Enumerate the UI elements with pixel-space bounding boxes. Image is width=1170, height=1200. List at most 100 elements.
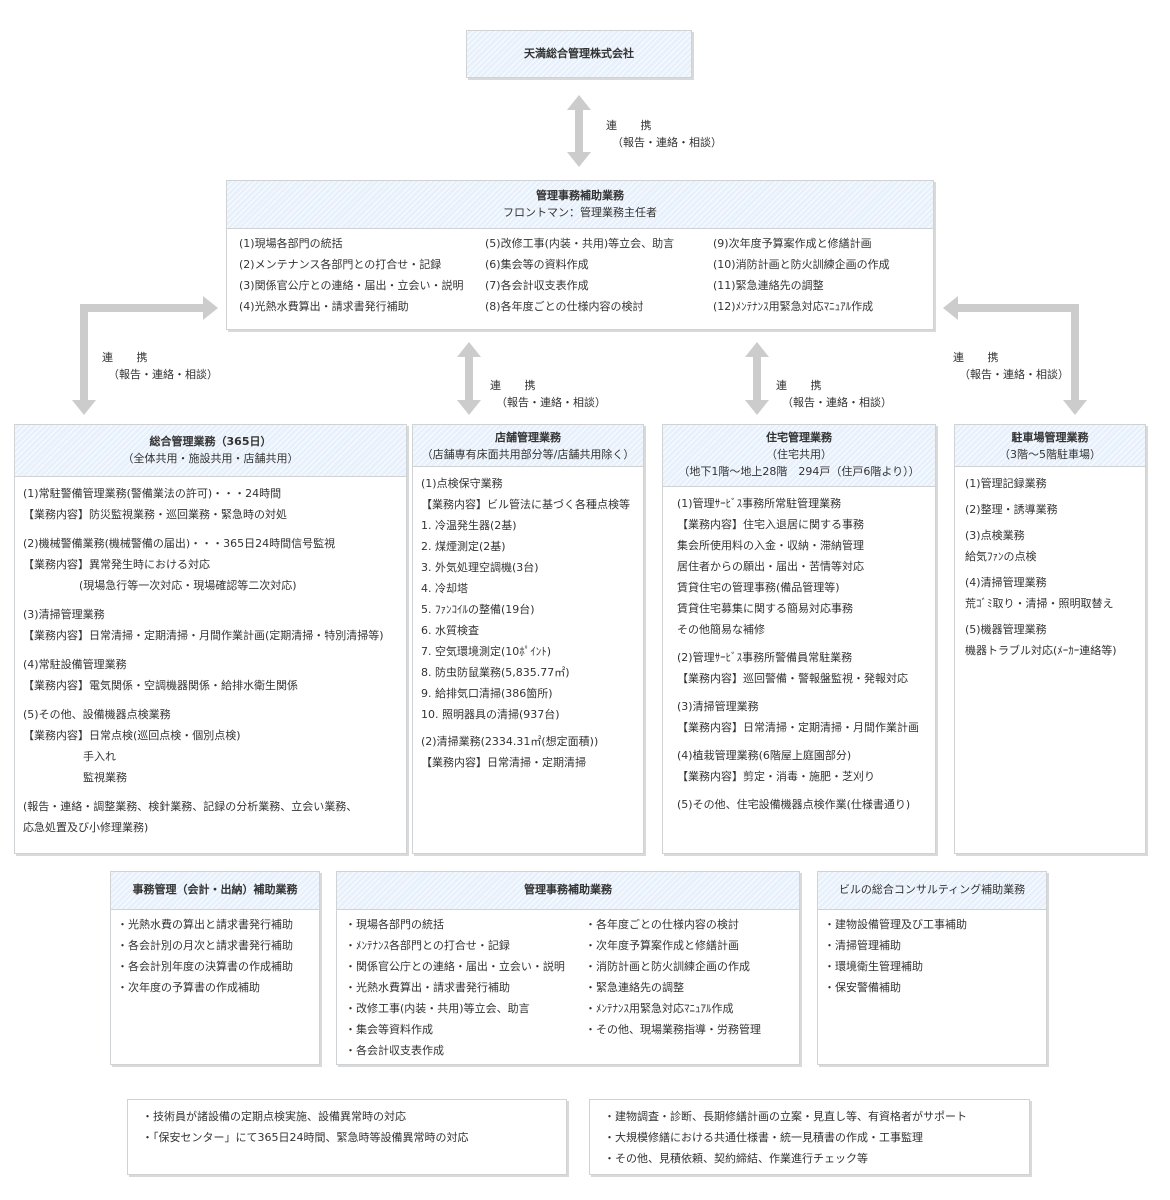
double-arrow-icon xyxy=(457,342,481,415)
store-subtitle: （店舗専有床面共用部分等/店舗共用除く） xyxy=(421,448,635,461)
list-item: (2)整理・誘導業務 xyxy=(965,503,1058,516)
list-item: 機器トラブル対応(ﾒｰｶｰ連絡等) xyxy=(965,644,1117,657)
double-arrow-icon xyxy=(745,342,769,415)
list-item: (報告・連絡・調整業務、検針業務、記録の分析業務、立会い業務、 xyxy=(23,800,358,813)
link-label-mid-left: 連 携 （報告・連絡・相談） xyxy=(490,379,606,409)
accounting-header: 事務管理（会計・出納）補助業務 xyxy=(111,872,319,910)
list-item: (4)光熱水費算出・請求書発行補助 xyxy=(239,300,409,313)
list-item: ・その他、現場業務指導・労務管理 xyxy=(585,1023,761,1036)
list-item: その他簡易な補修 xyxy=(677,623,765,636)
elbow-arrow-icon xyxy=(72,296,218,415)
list-item: 監視業務 xyxy=(83,771,127,784)
list-item: ・集会等資料作成 xyxy=(345,1023,433,1036)
list-item: (10)消防計画と防火訓練企画の作成 xyxy=(713,258,890,271)
admin-header: 管理事務補助業務 xyxy=(337,872,799,910)
list-item: ・ﾒﾝﾃﾅﾝｽ各部門との打合せ・記録 xyxy=(345,939,510,952)
list-item: (2)清掃業務(2334.31㎡(想定面積)) xyxy=(421,735,599,748)
list-item: 【業務内容】日常点検(巡回点検・個別点検) xyxy=(23,729,241,742)
list-item: (現場急行等一次対応・現場確認等二次対応) xyxy=(79,579,297,592)
list-item: (3)点検業務 xyxy=(965,529,1025,542)
list-item: ・各年度ごとの仕様内容の検討 xyxy=(585,918,739,931)
residential-subtitle-2: （地下1階～地上28階 294戸（住戸6階より）） xyxy=(678,465,920,478)
list-item: ・現場各部門の統括 xyxy=(345,918,444,931)
accounting-items: ・光熱水費の算出と請求書発行補助 ・各会計別の月次と請求書発行補助 ・各会計別年… xyxy=(111,910,319,1002)
note-right-box: ・建物調査・診断、長期修繕計画の立案・見直し等、有資格者がサポート ・大規模修繕… xyxy=(589,1099,1030,1175)
link-label-mid-right: 連 携 （報告・連絡・相談） xyxy=(776,379,892,409)
list-item: (2)メンテナンス各部門との打合せ・記録 xyxy=(239,258,442,271)
list-item: 【業務内容】電気関係・空調機器関係・給排水衛生関係 xyxy=(23,679,298,692)
list-item: ・「保安センター」にて365日24時間、緊急時等設備異常時の対応 xyxy=(142,1131,469,1144)
list-item: (8)各年度ごとの仕様内容の検討 xyxy=(485,300,644,313)
list-item: ・緊急連絡先の調整 xyxy=(585,981,684,994)
list-item: 5. ﾌｧﾝｺｲﾙの整備(19台) xyxy=(421,603,535,616)
general-management-box: 総合管理業務（365日） （全体共用・施設共用・店舗共用） (1)常駐警備管理業… xyxy=(14,424,407,854)
list-item: (9)次年度予算案作成と修繕計画 xyxy=(713,237,872,250)
list-item: (12)ﾒﾝﾃﾅﾝｽ用緊急対応ﾏﾆｭｱﾙ作成 xyxy=(713,300,874,313)
list-item: (5)改修工事(内装・共用)等立会、助言 xyxy=(485,237,675,250)
list-item: ・各会計別の月次と請求書発行補助 xyxy=(117,939,293,952)
front-col-3: (9)次年度予算案作成と修繕計画 (10)消防計画と防火訓練企画の作成 (11)… xyxy=(713,233,890,317)
list-item: (5)機器管理業務 xyxy=(965,623,1047,636)
link-label-top: 連 携 （報告・連絡・相談） xyxy=(606,119,722,149)
list-item: ・光熱水費算出・請求書発行補助 xyxy=(345,981,510,994)
store-management-box: 店舗管理業務 （店舗専有床面共用部分等/店舗共用除く） (1)点検保守業務 【業… xyxy=(412,424,644,854)
front-col-2: (5)改修工事(内装・共用)等立会、助言 (6)集会等の資料作成 (7)各会計収… xyxy=(485,233,713,317)
list-item: ・建物調査・診断、長期修繕計画の立案・見直し等、有資格者がサポート xyxy=(604,1110,967,1123)
list-item: ・保安警備補助 xyxy=(824,981,901,994)
note-right-items: ・建物調査・診断、長期修繕計画の立案・見直し等、有資格者がサポート ・大規模修繕… xyxy=(590,1100,1029,1175)
admin-col-2: ・各年度ごとの仕様内容の検討 ・次年度予算案作成と修繕計画 ・消防計画と防火訓練… xyxy=(585,914,761,1061)
residential-subtitle: （住宅共用） xyxy=(766,448,832,461)
list-item: (4)清掃管理業務 xyxy=(965,576,1047,589)
front-items: (1)現場各部門の統括 (2)メンテナンス各部門との打合せ・記録 (3)関係官公… xyxy=(227,229,933,321)
list-item: ・光熱水費の算出と請求書発行補助 xyxy=(117,918,293,931)
company-name: 天満総合管理株式会社 xyxy=(524,47,634,60)
admin-col-1: ・現場各部門の統括 ・ﾒﾝﾃﾅﾝｽ各部門との打合せ・記録 ・関係官公庁との連絡・… xyxy=(345,914,585,1061)
residential-items: (1)管理ｻｰﾋﾞｽ事務所常駐管理業務 【業務内容】住宅入退居に関する事務 集会… xyxy=(663,487,935,821)
parking-management-box: 駐車場管理業務 （3階～5階駐車場） (1)管理記録業務 (2)整理・誘導業務 … xyxy=(954,424,1146,854)
link-label-left: 連 携 （報告・連絡・相談） xyxy=(102,351,218,381)
list-item: 2. 煤煙測定(2基) xyxy=(421,540,506,553)
list-item: 【業務内容】日常清掃・定期清掃・月間作業計画(定期清掃・特別清掃等) xyxy=(23,629,384,642)
list-item: 【業務内容】異常発生時における対応 xyxy=(23,558,210,571)
consulting-header: ビルの総合コンサルティング補助業務 xyxy=(818,872,1046,910)
list-item: (4)常駐設備管理業務 xyxy=(23,658,127,671)
list-item: ・消防計画と防火訓練企画の作成 xyxy=(585,960,750,973)
list-item: (1)管理記録業務 xyxy=(965,477,1047,490)
list-item: 1. 冷温発生器(2基) xyxy=(421,519,517,532)
list-item: 【業務内容】剪定・消毒・施肥・芝刈り xyxy=(677,770,875,783)
list-item: 【業務内容】ビル管法に基づく各種点検等 xyxy=(421,498,630,511)
list-item: 9. 給排気口清掃(386箇所) xyxy=(421,687,553,700)
list-item: (5)その他、設備機器点検業務 xyxy=(23,708,171,721)
list-item: (3)清掃管理業務 xyxy=(23,608,105,621)
general-subtitle: （全体共用・施設共用・店舗共用） xyxy=(122,452,299,465)
front-col-1: (1)現場各部門の統括 (2)メンテナンス各部門との打合せ・記録 (3)関係官公… xyxy=(239,233,485,317)
double-arrow-icon xyxy=(567,95,591,167)
list-item: 応急処置及び小修理業務) xyxy=(23,821,149,834)
residential-header: 住宅管理業務 （住宅共用） （地下1階～地上28階 294戸（住戸6階より）） xyxy=(663,425,935,487)
list-item: 賃貸住宅の管理事務(備品管理等) xyxy=(677,581,840,594)
list-item: 4. 冷却塔 xyxy=(421,582,468,595)
accounting-title: 事務管理（会計・出納）補助業務 xyxy=(132,883,298,896)
list-item: 居住者からの願出・届出・苦情等対応 xyxy=(677,560,864,573)
front-subtitle: フロントマン：管理業務主任者 xyxy=(503,206,657,219)
list-item: (6)集会等の資料作成 xyxy=(485,258,589,271)
list-item: 6. 水質検査 xyxy=(421,624,479,637)
list-item: 【業務内容】巡回警備・警報盤監視・発報対応 xyxy=(677,672,908,685)
consulting-items: ・建物設備管理及び工事補助 ・清掃管理補助 ・環境衛生管理補助 ・保安警備補助 xyxy=(818,910,1046,1002)
list-item: 【業務内容】日常清掃・定期清掃・月間作業計画 xyxy=(677,721,919,734)
list-item: ・改修工事(内装・共用)等立会、助言 xyxy=(345,1002,530,1015)
list-item: 集会所使用料の入金・収納・滞納管理 xyxy=(677,539,864,552)
list-item: ・関係官公庁との連絡・届出・立会い・説明 xyxy=(345,960,565,973)
consulting-support-box: ビルの総合コンサルティング補助業務 ・建物設備管理及び工事補助 ・清掃管理補助 … xyxy=(817,871,1047,1065)
list-item: 給気ﾌｧﾝの点検 xyxy=(965,550,1037,563)
list-item: (2)管理ｻｰﾋﾞｽ事務所警備員常駐業務 xyxy=(677,651,853,664)
parking-subtitle: （3階～5階駐車場） xyxy=(999,448,1101,461)
list-item: ・技術員が諸設備の定期点検実施、設備異常時の対応 xyxy=(142,1110,406,1123)
admin-support-box: 管理事務補助業務 ・現場各部門の統括 ・ﾒﾝﾃﾅﾝｽ各部門との打合せ・記録 ・関… xyxy=(336,871,800,1065)
front-title: 管理事務補助業務 xyxy=(536,189,624,202)
list-item: (3)清掃管理業務 xyxy=(677,700,759,713)
store-items: (1)点検保守業務 【業務内容】ビル管法に基づく各種点検等 1. 冷温発生器(2… xyxy=(413,467,643,779)
accounting-support-box: 事務管理（会計・出納）補助業務 ・光熱水費の算出と請求書発行補助 ・各会計別の月… xyxy=(110,871,320,1065)
parking-header: 駐車場管理業務 （3階～5階駐車場） xyxy=(955,425,1145,467)
